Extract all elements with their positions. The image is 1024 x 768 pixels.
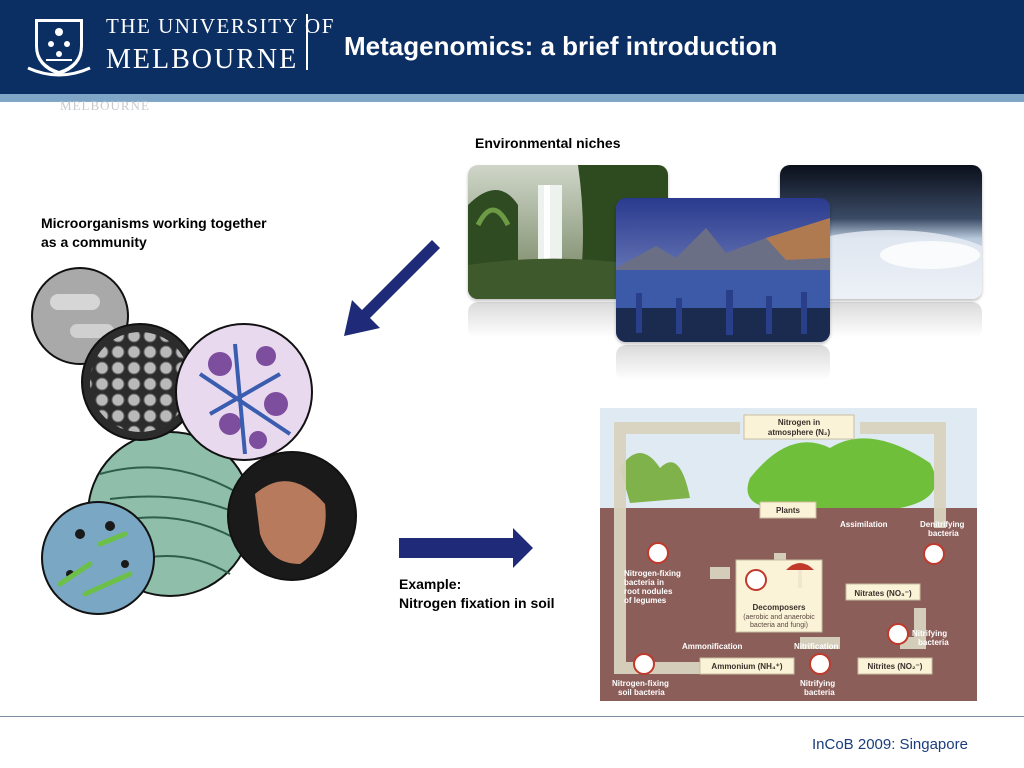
header-stripe [0,94,1024,102]
right-arrow-icon [399,528,533,568]
diagram-label-decomposers-sub2: bacteria and fungi) [750,622,808,629]
environmental-niches-label: Environmental niches [475,135,621,151]
mountain-lake-photo [616,198,830,342]
header-bar [0,0,1024,94]
diagonal-arrow-icon [344,240,440,336]
diagram-label-nitrifying-right-2: bacteria [918,638,949,647]
example-label-line2: Nitrogen fixation in soil [399,595,555,611]
footer-text: InCoB 2009: Singapore [812,736,968,753]
diagram-label-nitrification: Nitrification [794,642,839,651]
university-crest-icon [27,17,91,78]
diagram-label-nfix-nodule-3: root nodules [624,587,673,596]
diagram-label-nitrifying-bottom-2: bacteria [804,688,835,697]
diagram-label-denitrifying-1: Denitrifying [920,520,965,529]
diagram-label-assimilation: Assimilation [840,520,888,529]
diagram-label-nfix-nodule-2: bacteria in [624,578,664,587]
diagram-label-ammonification: Ammonification [682,642,743,651]
diagram-label-denitrifying-2: bacteria [928,529,959,538]
diagram-label-nfix-nodule-4: of legumes [624,596,667,605]
ghost-watermark-text: MELBOURNE [60,98,150,113]
slide-title: Metagenomics: a brief introduction [344,31,778,61]
microorganisms-label-line2: as a community [41,234,147,250]
diagram-label-decomposers-sub1: (aerobic and anaerobic [743,614,815,621]
example-label-line1: Example: [399,576,462,592]
photo-reflection [616,345,830,381]
diagram-label-plants: Plants [776,506,801,515]
header-divider [306,14,308,70]
diagram-label-nitrates: Nitrates (NO₃⁻) [854,589,912,598]
microorganisms-label-line1: Microorganisms working together [41,215,267,231]
diagram-label-nfix-soil-2: soil bacteria [618,688,665,697]
diagram-label-nfix-soil-1: Nitrogen-fixing [612,679,669,688]
university-name-line1: THE UNIVERSITY OF [106,14,335,38]
diagram-label-ammonium: Ammonium (NH₄⁺) [711,662,782,671]
diagram-label-n-atmosphere-2: atmosphere (N₂) [768,428,831,437]
diagram-label-nitrites: Nitrites (NO₂⁻) [868,662,923,671]
diagram-label-nfix-nodule-1: Nitrogen-fixing [624,569,681,578]
university-name-line2: MELBOURNE [106,44,299,75]
microorganism-collage [31,267,357,615]
diagram-label-n-atmosphere-1: Nitrogen in [778,418,820,427]
diagram-label-nitrifying-bottom-1: Nitrifying [800,679,835,688]
nitrogen-cycle-diagram: Nitrogen in atmosphere (N₂) Plants Decom… [600,408,977,701]
diagram-label-decomposers: Decomposers [753,603,806,612]
footer-divider [0,716,1024,717]
diagram-label-nitrifying-right-1: Nitrifying [912,629,947,638]
